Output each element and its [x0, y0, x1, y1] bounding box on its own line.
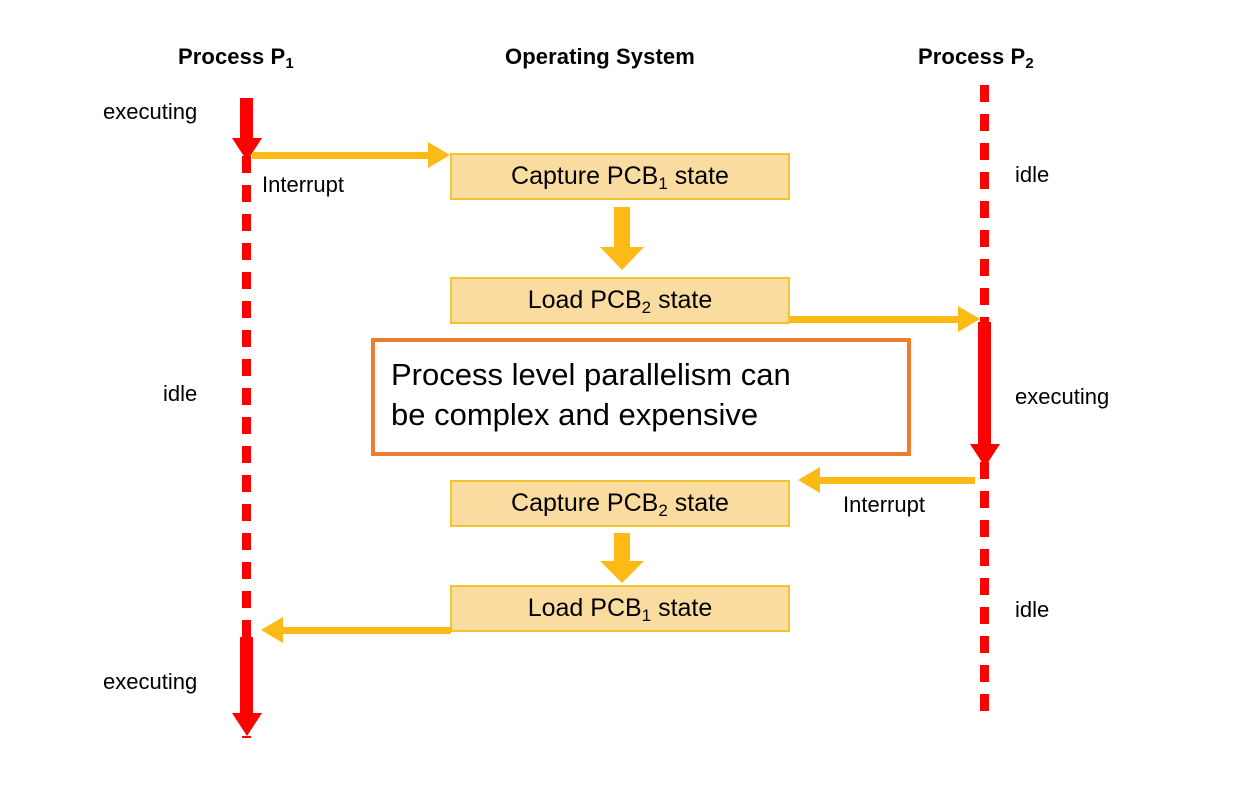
arrow-interrupt-p1-to-os-head: [428, 142, 450, 168]
callout-box: Process level parallelism can be complex…: [371, 338, 911, 456]
arrow-down-icon-2: [600, 533, 644, 583]
label-interrupt-top: Interrupt: [262, 172, 344, 197]
arrow-load-pcb2-to-p2-line: [790, 316, 960, 323]
lane-title-p2-subscript: 2: [1025, 55, 1034, 72]
arrow-down-icon: [600, 207, 644, 270]
lane-title-process-p1: Process P1: [178, 44, 294, 72]
label-p2-idle-bottom: idle: [1015, 597, 1050, 622]
exec-bar-p1-bottom: [240, 637, 253, 717]
lane-title-p1-text: Process P: [178, 44, 286, 69]
os-box-capture-pcb1-label: Capture PCB1 state: [511, 162, 729, 193]
lane-title-operating-system: Operating System: [505, 44, 695, 70]
lane-title-os-text: Operating System: [505, 44, 695, 69]
exec-arrowhead-p1-bottom: [232, 713, 262, 736]
os-box-capture-pcb1[interactable]: Capture PCB1 state: [450, 153, 790, 200]
label-p2-idle-top: idle: [1015, 162, 1050, 187]
arrow-interrupt-p1-to-os-line: [252, 152, 432, 159]
lane-title-p2-text: Process P: [918, 44, 1026, 69]
label-p1-executing-top: executing: [103, 99, 198, 124]
arrow-interrupt-p2-to-os-line: [820, 477, 975, 484]
arrow-load-pcb1-to-p1-head: [261, 617, 283, 643]
arrow-load-pcb2-to-p2-head: [958, 306, 980, 332]
exec-bar-p2: [978, 322, 991, 448]
label-p2-executing: executing: [1015, 384, 1110, 409]
label-interrupt-bottom: Interrupt: [843, 492, 925, 517]
exec-bar-p1-top: [240, 98, 253, 140]
lifeline-p1: [242, 98, 251, 738]
block-arrow-down-bottom: [598, 533, 646, 585]
os-box-capture-pcb2-label: Capture PCB2 state: [511, 489, 729, 520]
os-box-capture-pcb2[interactable]: Capture PCB2 state: [450, 480, 790, 527]
arrow-interrupt-p2-to-os-head: [798, 467, 820, 493]
os-box-load-pcb2-label: Load PCB2 state: [527, 286, 713, 317]
lane-title-process-p2: Process P2: [918, 44, 1034, 72]
callout-line-1: Process level parallelism can: [391, 357, 791, 393]
label-p1-executing-bottom: executing: [103, 669, 198, 694]
block-arrow-down-top: [598, 207, 646, 272]
os-box-load-pcb1[interactable]: Load PCB1 state: [450, 585, 790, 632]
callout-line-2: be complex and expensive: [391, 397, 759, 432]
lane-title-p1-subscript: 1: [285, 55, 294, 72]
os-box-load-pcb1-label: Load PCB1 state: [527, 594, 713, 625]
os-box-load-pcb2[interactable]: Load PCB2 state: [450, 277, 790, 324]
arrow-load-pcb1-to-p1-line: [283, 627, 451, 634]
exec-arrowhead-p2: [970, 444, 1000, 467]
label-p1-idle: idle: [163, 381, 198, 406]
